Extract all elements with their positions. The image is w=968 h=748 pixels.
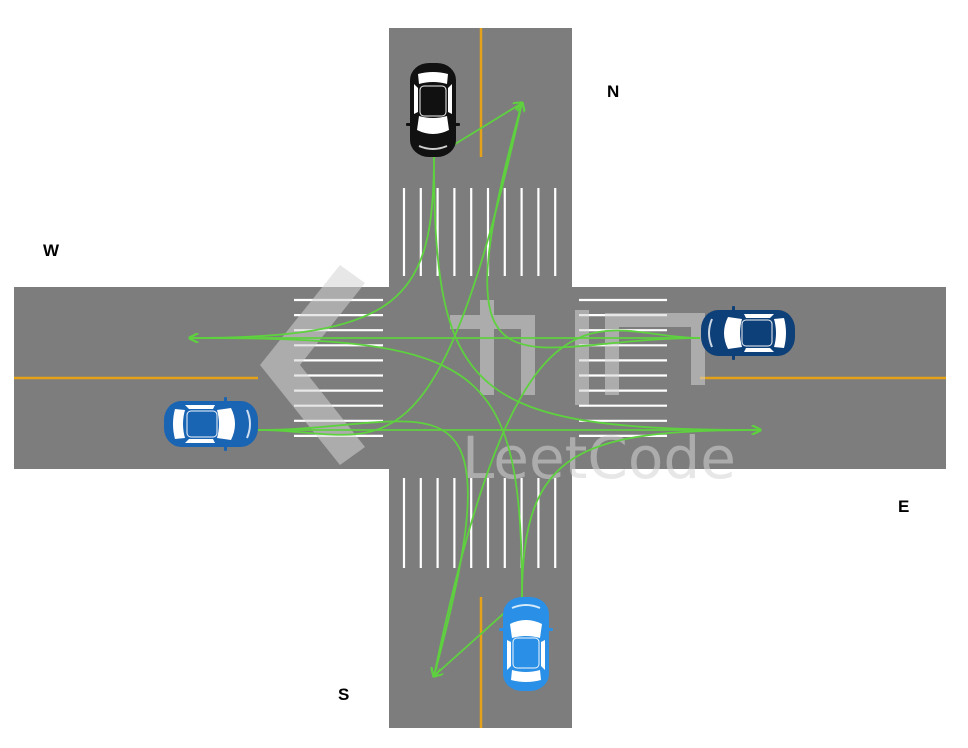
cars <box>164 63 795 691</box>
car-windshield <box>217 408 235 440</box>
car-south <box>499 597 553 691</box>
car-side-window-right <box>541 640 545 670</box>
car-mirror-left <box>224 397 227 402</box>
car-side-window-right <box>744 314 774 318</box>
label-north: N <box>607 82 619 101</box>
car-side-window-left <box>744 348 774 352</box>
car-rear-window <box>173 409 185 439</box>
path-north-to-west <box>190 156 435 338</box>
car-hood-line <box>708 318 713 348</box>
car-side-window-left <box>185 405 215 409</box>
car-rear-window <box>418 72 448 84</box>
car-windshield <box>724 317 742 349</box>
car-rear-window <box>774 318 786 348</box>
car-north <box>406 63 460 157</box>
car-west <box>164 397 258 451</box>
car-hood-line <box>511 604 541 609</box>
label-east: E <box>898 497 909 516</box>
car-windshield <box>417 116 449 134</box>
car-mirror-right <box>548 628 553 631</box>
center-lines <box>14 28 946 728</box>
path-west-to-south <box>257 103 522 436</box>
car-side-window-left <box>448 84 452 114</box>
car-mirror-left <box>455 123 460 126</box>
car-roof <box>512 637 540 669</box>
crosswalk-east <box>579 298 667 437</box>
path-south-to-west <box>190 338 523 598</box>
car-hood-line <box>418 145 448 150</box>
car-side-window-right <box>185 439 215 443</box>
watermark-logo <box>260 265 705 465</box>
car-east <box>701 306 795 360</box>
car-mirror-right <box>406 123 411 126</box>
car-roof <box>419 85 447 117</box>
vehicle-paths <box>190 103 760 676</box>
path-east-to-north <box>434 329 701 676</box>
path-south-to-east <box>521 430 760 598</box>
car-hood-line <box>246 409 251 439</box>
car-windshield <box>510 620 542 638</box>
car-rear-window <box>511 670 541 682</box>
car-roof <box>741 319 773 347</box>
car-mirror-left <box>499 628 504 631</box>
label-south: S <box>338 685 349 704</box>
watermark: LeetCode <box>260 265 736 492</box>
label-west: W <box>43 241 60 260</box>
car-roof <box>186 410 218 438</box>
car-mirror-left <box>732 355 735 360</box>
watermark-text: LeetCode <box>462 424 736 492</box>
car-mirror-right <box>732 306 735 311</box>
path-north-to-east <box>433 156 760 430</box>
car-side-window-right <box>414 84 418 114</box>
path-west-to-north <box>257 420 469 676</box>
car-side-window-left <box>507 640 511 670</box>
car-mirror-right <box>224 446 227 451</box>
direction-labels: N W E S <box>43 82 909 704</box>
